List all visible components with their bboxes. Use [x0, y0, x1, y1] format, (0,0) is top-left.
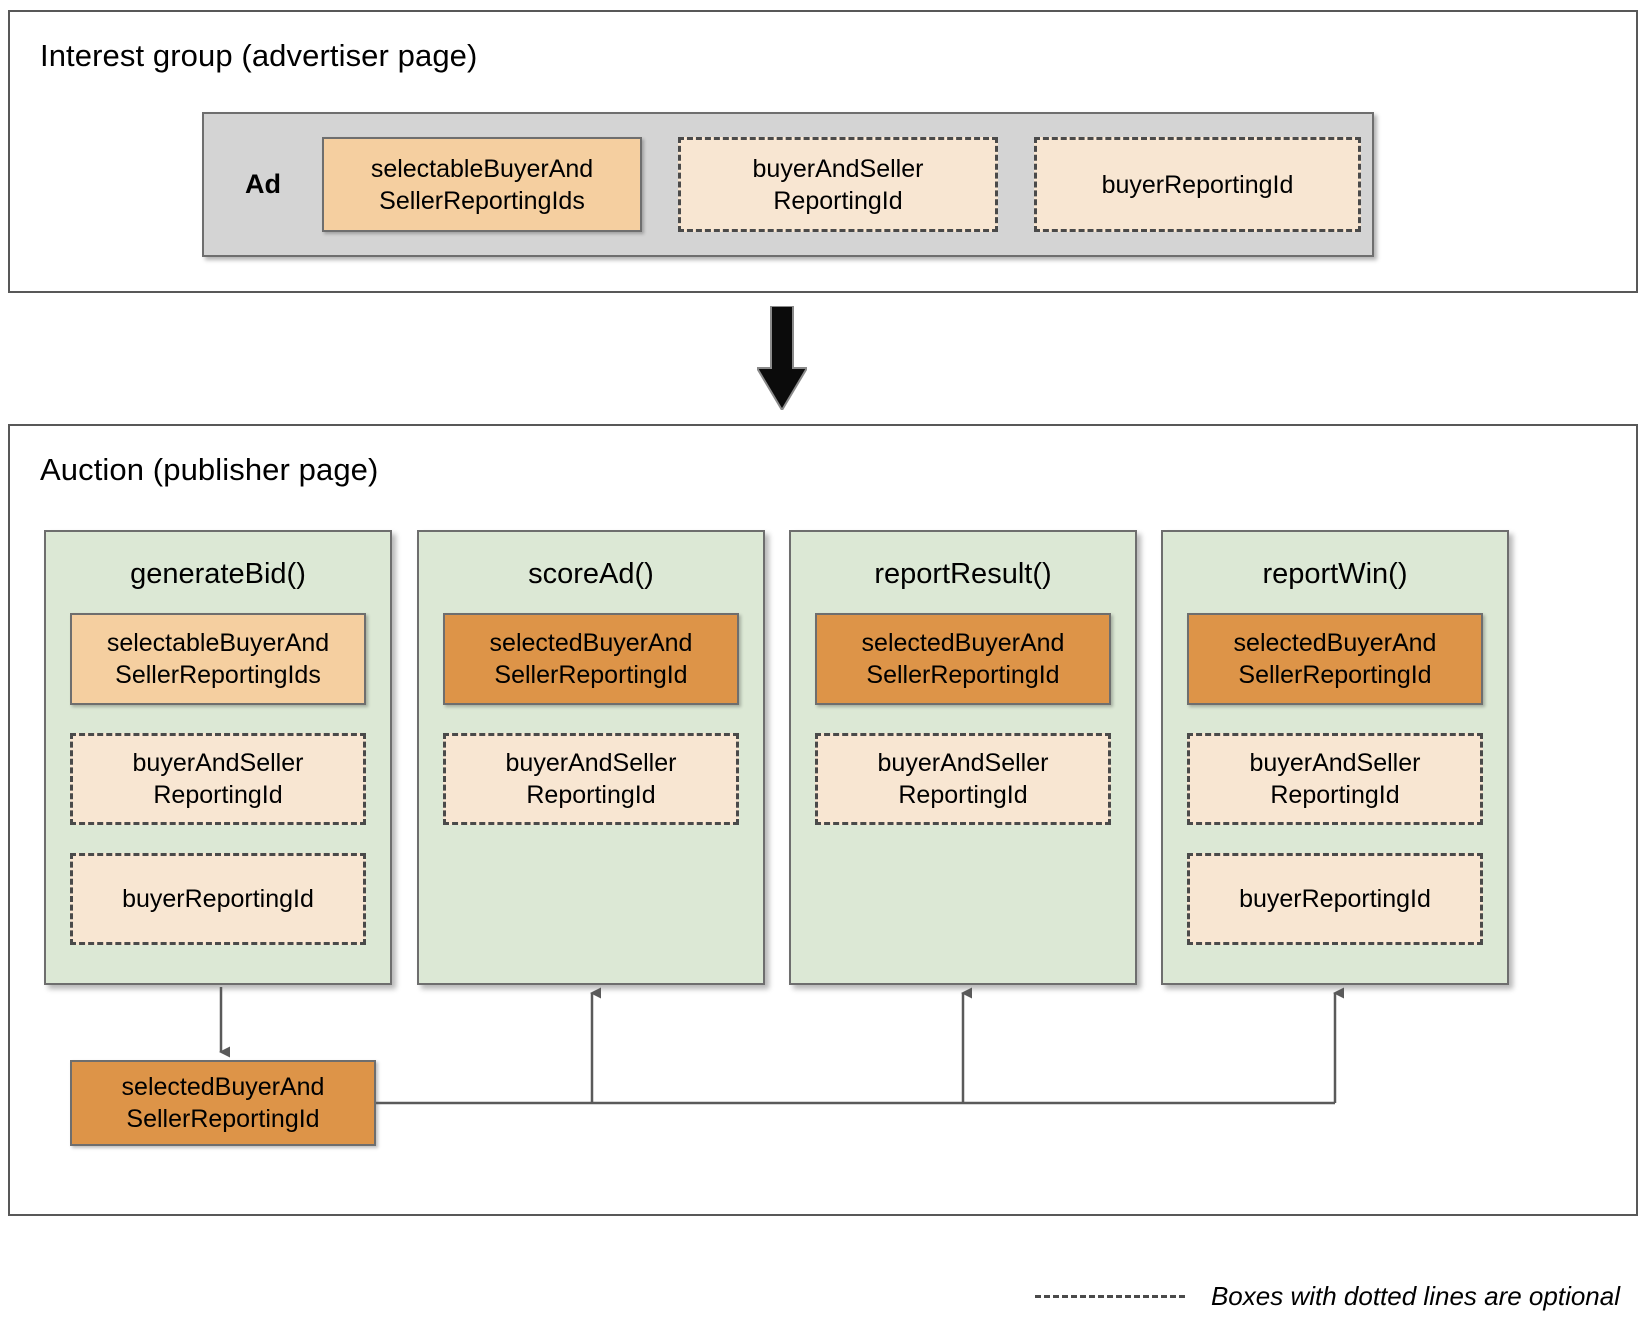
auction-title: Auction (publisher page): [40, 452, 379, 487]
field-line-2: SellerReportingIds: [379, 186, 585, 215]
field-line-1: buyerAndSeller: [132, 749, 304, 777]
field-line-1: selectableBuyerAnd: [106, 629, 330, 657]
field-line-1: selectableBuyerAnd: [370, 154, 594, 183]
field-line-1: selectedBuyerAnd: [1233, 629, 1437, 657]
legend: Boxes with dotted lines are optional: [880, 1281, 1620, 1312]
field-selected-buyer-and-seller-reporting-id: selectedBuyerAnd SellerReportingId: [815, 613, 1111, 705]
field-buyer-reporting-id: buyerReportingId: [1187, 853, 1483, 945]
field-line-1: buyerAndSeller: [877, 749, 1049, 777]
result-line-1: selectedBuyerAnd: [121, 1073, 325, 1101]
flow-down-arrow-icon: [757, 306, 807, 410]
field-line-2: ReportingId: [898, 781, 1028, 809]
field-line-1: buyerAndSeller: [1249, 749, 1421, 777]
field-line-2: ReportingId: [153, 781, 283, 809]
column-generatebid: generateBid() selectableBuyerAnd SellerR…: [44, 530, 392, 985]
field-buyer-and-seller-reporting-id: buyerAndSeller ReportingId: [678, 137, 998, 232]
field-line-2: ReportingId: [1270, 781, 1400, 809]
field-line-1: buyerReportingId: [1101, 170, 1294, 199]
field-buyer-reporting-id: buyerReportingId: [70, 853, 366, 945]
field-buyer-and-seller-reporting-id: buyerAndSeller ReportingId: [815, 733, 1111, 825]
field-line-1: buyerAndSeller: [752, 154, 924, 183]
field-line-1: buyerReportingId: [1239, 885, 1431, 913]
result-selected-buyer-and-seller-reporting-id: selectedBuyerAnd SellerReportingId: [70, 1060, 376, 1146]
ad-field-boxes: selectableBuyerAnd SellerReportingIds bu…: [322, 137, 1361, 232]
interest-group-panel: Interest group (advertiser page) Ad sele…: [8, 10, 1638, 293]
ad-label: Ad: [245, 169, 281, 199]
field-selectable-buyer-and-seller-reporting-ids: selectableBuyerAnd SellerReportingIds: [70, 613, 366, 705]
field-selected-buyer-and-seller-reporting-id: selectedBuyerAnd SellerReportingId: [1187, 613, 1483, 705]
field-line-2: ReportingId: [526, 781, 656, 809]
interest-group-title: Interest group (advertiser page): [40, 38, 478, 73]
field-line-2: ReportingId: [773, 186, 903, 215]
field-buyer-reporting-id: buyerReportingId: [1034, 137, 1361, 232]
field-selectable-buyer-and-seller-reporting-ids: selectableBuyerAnd SellerReportingIds: [322, 137, 642, 232]
column-title-scoread: scoreAd(): [528, 558, 654, 590]
column-scoread: scoreAd() selectedBuyerAnd SellerReporti…: [417, 530, 765, 985]
field-line-2: SellerReportingIds: [115, 661, 321, 689]
field-line-2: SellerReportingId: [494, 661, 688, 689]
legend-dashed-line-icon: [1034, 1295, 1185, 1298]
column-title-reportwin: reportWin(): [1262, 558, 1408, 590]
field-buyer-and-seller-reporting-id: buyerAndSeller ReportingId: [70, 733, 366, 825]
field-line-1: buyerAndSeller: [505, 749, 677, 777]
field-line-2: SellerReportingId: [866, 661, 1060, 689]
field-line-2: SellerReportingId: [1238, 661, 1432, 689]
column-reportresult: reportResult() selectedBuyerAnd SellerRe…: [789, 530, 1137, 985]
field-line-1: selectedBuyerAnd: [861, 629, 1065, 657]
field-line-1: buyerReportingId: [122, 885, 314, 913]
column-title-reportresult: reportResult(): [874, 558, 1052, 590]
field-selected-buyer-and-seller-reporting-id: selectedBuyerAnd SellerReportingId: [443, 613, 739, 705]
legend-text: Boxes with dotted lines are optional: [1210, 1281, 1620, 1311]
field-buyer-and-seller-reporting-id: buyerAndSeller ReportingId: [443, 733, 739, 825]
column-reportwin: reportWin() selectedBuyerAnd SellerRepor…: [1161, 530, 1509, 985]
field-buyer-and-seller-reporting-id: buyerAndSeller ReportingId: [1187, 733, 1483, 825]
field-line-1: selectedBuyerAnd: [489, 629, 693, 657]
result-line-2: SellerReportingId: [126, 1105, 320, 1133]
ad-container: Ad selectableBuyerAnd SellerReportingIds…: [202, 112, 1374, 257]
column-title-generatebid: generateBid(): [130, 558, 306, 590]
